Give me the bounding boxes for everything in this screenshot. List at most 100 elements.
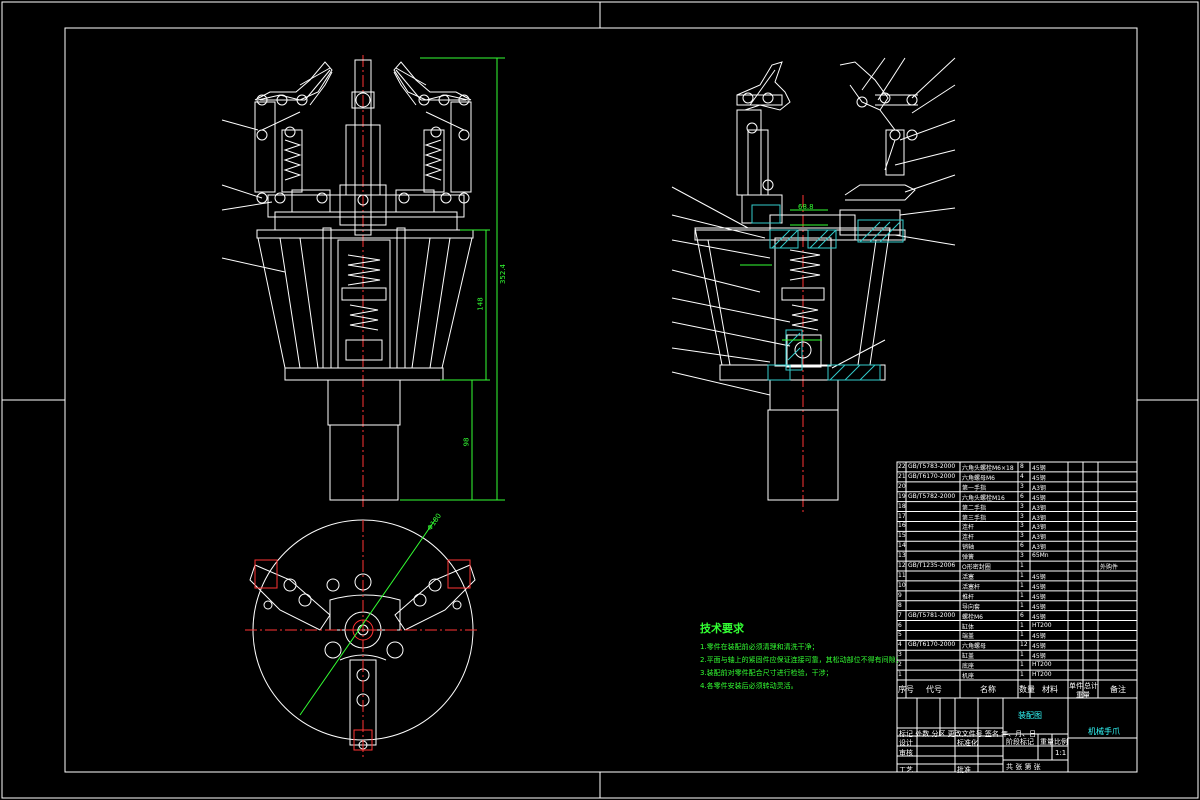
parts-cell-name: 连杆 xyxy=(962,534,975,542)
parts-cell-no: 5 xyxy=(898,631,902,639)
parts-cell-name: 第三手指 xyxy=(962,514,987,522)
parts-cell-name: 机座 xyxy=(962,673,975,681)
parts-cell-mat: 45钢 xyxy=(1032,653,1046,661)
parts-cell-no: 17 xyxy=(898,512,906,520)
parts-cell-mat: 45钢 xyxy=(1032,613,1046,621)
stage-mark: 阶段标记 xyxy=(1006,738,1034,746)
parts-cell-mat: A3钢 xyxy=(1032,524,1046,532)
scale-label: 比例 xyxy=(1054,738,1068,746)
parts-cell-no: 18 xyxy=(898,502,906,510)
parts-cell-no: 22 xyxy=(898,463,906,470)
plan-finger-right xyxy=(394,559,476,631)
parts-cell-mat: 45钢 xyxy=(1032,474,1046,482)
parts-cell-name: 活塞杆 xyxy=(962,583,981,591)
parts-cell-code: GB/T6170-2000 xyxy=(908,641,956,649)
front-view xyxy=(221,55,474,510)
parts-cell-qty: 1 xyxy=(1020,661,1024,669)
parts-cell-qty: 3 xyxy=(1020,512,1024,520)
parts-cell-mat: HT200 xyxy=(1032,661,1052,669)
parts-cell-no: 1 xyxy=(898,671,902,679)
parts-cell-name: O形密封圈 xyxy=(962,564,991,572)
title-block-grid xyxy=(896,697,1138,773)
parts-cell-qty: 1 xyxy=(1020,621,1024,629)
dim-top-width: 68.8 xyxy=(798,203,814,211)
plan-finger-left xyxy=(249,559,331,631)
scale-value: 1:1 xyxy=(1055,749,1067,757)
parts-cell-mat: A3钢 xyxy=(1032,544,1046,552)
parts-cell-no: 14 xyxy=(898,542,906,550)
parts-cell-qty: 1 xyxy=(1020,671,1024,679)
parts-cell-mat: A3钢 xyxy=(1032,504,1046,512)
parts-cell-qty: 3 xyxy=(1020,532,1024,540)
parts-cell-no: 16 xyxy=(898,522,906,530)
parts-cell-name: 六角螺母M6 xyxy=(962,474,995,482)
technical-requirement-3: 3.装配前对零件配合尺寸进行检验，干涉； xyxy=(700,669,833,677)
parts-cell-code: GB/T5781-2000 xyxy=(908,611,956,619)
parts-cell-name: 弹簧 xyxy=(962,554,975,562)
parts-cell-code: GB/T6170-2000 xyxy=(908,472,956,480)
parts-cell-no: 3 xyxy=(898,651,902,659)
parts-list-row-lines xyxy=(897,471,1137,671)
parts-cell-no: 15 xyxy=(898,532,906,540)
parts-cell-mat: A3钢 xyxy=(1032,514,1046,522)
parts-cell-note: 外购件 xyxy=(1100,564,1119,572)
parts-cell-code: GB/T5783-2000 xyxy=(908,463,956,470)
revision-row: 标记 处数 分区 更改文件号 签名 年、月、日 xyxy=(899,730,1037,738)
parts-header-name: 名称 xyxy=(980,685,996,694)
parts-cell-name: 底座 xyxy=(962,663,975,671)
parts-cell-name: 销轴 xyxy=(962,544,975,552)
parts-cell-no: 6 xyxy=(898,621,902,629)
parts-cell-mat: A3钢 xyxy=(1032,534,1046,542)
parts-cell-mat: HT200 xyxy=(1032,671,1052,679)
parts-cell-no: 4 xyxy=(898,641,902,649)
parts-header-qty: 数量 xyxy=(1019,685,1035,694)
parts-cell-qty: 3 xyxy=(1020,482,1024,490)
parts-cell-mat: 45钢 xyxy=(1032,603,1046,611)
parts-cell-no: 10 xyxy=(898,581,906,589)
drawing-subject: 机械手爪 xyxy=(1088,727,1120,736)
parts-cell-no: 11 xyxy=(898,572,906,579)
parts-cell-qty: 6 xyxy=(1020,611,1024,619)
parts-header-weight: 重量 xyxy=(1076,691,1090,699)
parts-cell-qty: 6 xyxy=(1020,542,1024,550)
parts-cell-qty: 1 xyxy=(1020,631,1024,639)
parts-cell-mat: A3钢 xyxy=(1032,484,1046,492)
parts-cell-qty: 8 xyxy=(1020,463,1024,470)
parts-cell-mat: 45钢 xyxy=(1032,465,1046,472)
parts-cell-name: 第一手指 xyxy=(962,484,987,492)
parts-cell-name: 缸体 xyxy=(962,623,975,631)
parts-cell-qty: 6 xyxy=(1020,492,1024,500)
parts-cell-qty: 1 xyxy=(1020,562,1024,570)
parts-header-no: 序号 xyxy=(898,685,914,694)
parts-cell-name: 螺栓M6 xyxy=(962,613,983,621)
parts-cell-qty: 4 xyxy=(1020,472,1024,480)
parts-cell-name: 端盖 xyxy=(962,633,975,641)
technical-requirement-2: 2.平面与轴上的紧固件应保证连接可靠，其松动部位不得有间隙； xyxy=(700,656,903,664)
parts-cell-no: 21 xyxy=(898,472,906,480)
parts-cell-mat: 65Mn xyxy=(1032,552,1049,560)
section-hatching xyxy=(751,204,904,381)
plan-view xyxy=(245,519,480,760)
process-label: 工艺 xyxy=(899,766,913,774)
parts-cell-qty: 12 xyxy=(1020,641,1028,649)
technical-requirements-title: 技术要求 xyxy=(700,622,744,635)
section-view xyxy=(671,57,956,515)
parts-cell-mat: HT200 xyxy=(1032,621,1052,629)
parts-cell-no: 13 xyxy=(898,552,906,560)
parts-header-code: 代号 xyxy=(926,685,942,694)
parts-header-total: 总计 xyxy=(1084,682,1098,690)
parts-cell-qty: 1 xyxy=(1020,601,1024,609)
front-view-dimensions xyxy=(400,57,505,501)
parts-cell-mat: 45钢 xyxy=(1032,583,1046,591)
parts-cell-qty: 1 xyxy=(1020,572,1024,579)
parts-cell-no: 7 xyxy=(898,611,902,619)
parts-cell-mat: 45钢 xyxy=(1032,643,1046,651)
sheet-count: 共 张 第 张 xyxy=(1006,763,1041,771)
dim-overall-height: 352.4 xyxy=(499,263,508,285)
parts-cell-name: 连杆 xyxy=(962,524,975,532)
parts-cell-no: 20 xyxy=(898,482,906,490)
parts-cell-name: 六角螺母 xyxy=(962,643,987,651)
parts-cell-mat: 45钢 xyxy=(1032,633,1046,641)
